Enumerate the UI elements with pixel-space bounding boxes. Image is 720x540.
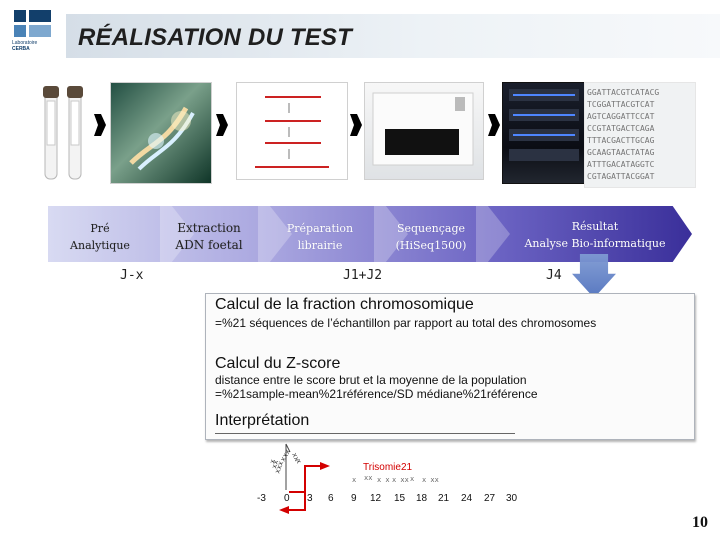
stage-label: Préparation librairie <box>286 222 354 252</box>
section-title-interpretation: Interprétation <box>215 412 310 429</box>
stage-label: Pré Analytique <box>70 222 130 252</box>
svg-text:CCGTATGACTCAGA: CCGTATGACTCAGA <box>587 124 655 133</box>
z-axis-tick: 27 <box>484 493 496 504</box>
sequence-letters-image: GGATTACGTCATACG TCGGATTACGTCAT AGTCAGGAT… <box>584 82 696 188</box>
svg-text:x: x <box>294 458 303 465</box>
svg-text:GGATTACGTCATACG: GGATTACGTCATACG <box>587 88 659 97</box>
sequencer-image <box>364 82 484 180</box>
stage-label: Résultat Analyse Bio-informatique <box>524 220 666 250</box>
stage-preparation: Préparation librairie <box>270 220 370 254</box>
logo-square-icon <box>14 25 26 37</box>
logo-text-line-2: CERBA <box>12 46 30 52</box>
svg-text:xx: xx <box>364 474 372 482</box>
svg-text:xxx: xxx <box>273 460 285 475</box>
z-axis-tick: 24 <box>461 493 473 504</box>
dna-image <box>110 82 212 184</box>
z-axis-tick: 18 <box>416 493 428 504</box>
svg-text:xx: xx <box>270 459 280 469</box>
z-axis-tick: 6 <box>328 493 334 504</box>
analysis-explanation-box: Calcul de la fraction chromosomique =%21… <box>205 293 695 440</box>
process-arrow-icon <box>216 111 228 139</box>
logo-square-icon <box>29 10 51 22</box>
svg-text:GCAAGTAACTATAG: GCAAGTAACTATAG <box>587 148 655 157</box>
stage-sequencage: Sequençage (HiSeq1500) <box>385 220 477 254</box>
logo-square-icon <box>14 10 26 22</box>
svg-text:AGTCAGGATTCCAT: AGTCAGGATTCCAT <box>587 112 655 121</box>
svg-text:x: x <box>352 476 356 484</box>
timeline-jx: J-x <box>120 268 144 283</box>
server-rack-image <box>502 82 586 184</box>
trisomy-21-label: Trisomie21 <box>363 462 413 473</box>
z-axis-tick: 21 <box>438 493 450 504</box>
svg-text:TCGGATTACGTCAT: TCGGATTACGTCAT <box>587 100 655 109</box>
svg-text:x: x <box>410 475 414 483</box>
stage-extraction: Extraction ADN foetal <box>164 220 254 254</box>
svg-text:x: x <box>268 458 277 464</box>
timeline-j4: J4 <box>546 268 562 283</box>
zscore-graph: x xx xxx xxx xx x x xx x x x xx x x xx T… <box>246 424 536 520</box>
library-prep-diagram <box>236 82 348 180</box>
logo-square-icon <box>29 25 51 37</box>
lab-logo: Laboratoire CERBA <box>8 8 52 64</box>
section-desc-fraction: =%21 séquences de l’échantillon par rapp… <box>215 316 597 330</box>
z-axis-tick: 9 <box>351 493 357 504</box>
z-axis-tick: 0 <box>284 493 290 504</box>
z-axis-tick: 3 <box>307 493 313 504</box>
svg-text:x x: x x <box>377 476 390 484</box>
svg-text:x xx: x xx <box>392 476 409 484</box>
z-axis-tick: 12 <box>370 493 382 504</box>
logo-text-line-1: Laboratoire <box>12 40 38 46</box>
svg-text:ATTTGACATAGGTC: ATTTGACATAGGTC <box>587 160 655 169</box>
title-band <box>66 14 720 58</box>
svg-text:xxx: xxx <box>279 448 292 463</box>
z-axis-tick: 15 <box>394 493 406 504</box>
stage-resultat: Résultat Analyse Bio-informatique <box>510 218 680 252</box>
stage-pre-analytique: Pré Analytique <box>55 220 145 254</box>
process-arrow-icon <box>488 111 500 139</box>
section-title-fraction: Calcul de la fraction chromosomique <box>215 296 474 313</box>
section-title-zscore: Calcul du Z-score <box>215 355 341 372</box>
z-axis-tick: -3 <box>257 493 266 504</box>
process-stage-band <box>48 206 692 262</box>
stage-label: Extraction ADN foetal <box>175 221 243 252</box>
svg-text:x xx: x xx <box>422 476 439 484</box>
timeline-j1-j2: J1+J2 <box>343 268 383 283</box>
page-number: 10 <box>692 514 708 531</box>
page-title: RÉALISATION DU TEST <box>78 24 353 51</box>
z-axis-tick: 30 <box>506 493 518 504</box>
stage-label: Sequençage (HiSeq1500) <box>395 222 467 252</box>
svg-text:CGTAGATTACGGAT: CGTAGATTACGGAT <box>587 172 655 181</box>
blood-tubes-image <box>38 82 96 186</box>
process-arrow-icon <box>350 111 362 139</box>
svg-text:xx: xx <box>290 451 301 462</box>
interpretation-underline <box>215 433 515 434</box>
process-arrow-icon <box>94 111 106 139</box>
section-desc-zscore: distance entre le score brut et la moyen… <box>215 373 538 401</box>
svg-text:TTTACGACTTGCAG: TTTACGACTTGCAG <box>587 136 655 145</box>
